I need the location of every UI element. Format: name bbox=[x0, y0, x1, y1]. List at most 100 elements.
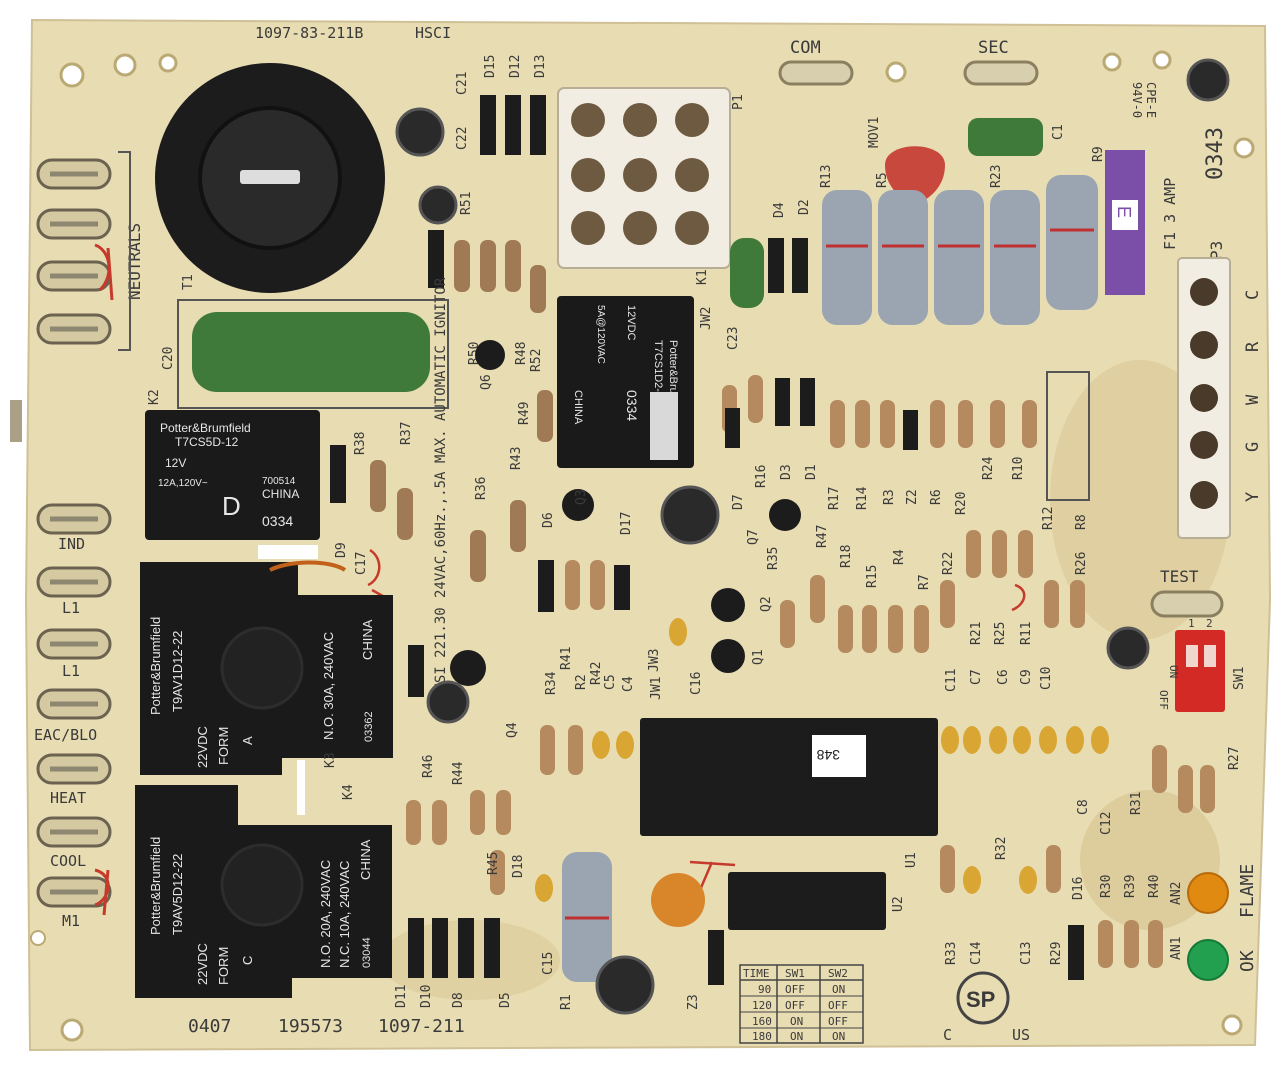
pin-w-label: W bbox=[1243, 394, 1263, 405]
k3-date: 03362 bbox=[363, 711, 375, 742]
diode bbox=[428, 230, 444, 288]
heat-label: HEAT bbox=[50, 789, 86, 807]
r10-label: R10 bbox=[1011, 457, 1026, 480]
sec-terminal[interactable] bbox=[963, 60, 1039, 86]
l1-terminal-a[interactable] bbox=[36, 566, 112, 598]
r7-label: R7 bbox=[917, 574, 932, 590]
neutral-terminal[interactable] bbox=[36, 313, 112, 345]
r35-label: R35 bbox=[766, 547, 781, 570]
neutral-terminal[interactable] bbox=[36, 158, 112, 190]
r17-label: R17 bbox=[827, 487, 842, 510]
r27-label: R27 bbox=[1227, 747, 1242, 770]
d9-label: D9 bbox=[334, 542, 349, 558]
k3-rating: N.O. 30A, 240VAC bbox=[321, 632, 336, 740]
q6-label: Q6 bbox=[479, 374, 494, 390]
d2-label: D2 bbox=[797, 199, 812, 215]
c6-label: C6 bbox=[996, 669, 1011, 685]
r32-label: R32 bbox=[994, 837, 1009, 860]
led-flame bbox=[1187, 872, 1229, 914]
r24-label: R24 bbox=[981, 456, 996, 480]
part-number-top: 1097-83-211B bbox=[255, 24, 363, 42]
p3-number: 0343 bbox=[1203, 127, 1228, 180]
electrolytic-capacitor bbox=[426, 680, 470, 724]
r26-label: R26 bbox=[1074, 552, 1089, 575]
r37-label: R37 bbox=[399, 422, 414, 445]
r29-label: R29 bbox=[1049, 942, 1064, 965]
resistor bbox=[397, 488, 413, 540]
r47-label: R47 bbox=[815, 525, 830, 548]
k1-date: 0334 bbox=[624, 390, 640, 421]
jumper-wire bbox=[269, 560, 347, 572]
cool-terminal[interactable] bbox=[36, 816, 112, 848]
c23-label: C23 bbox=[726, 327, 741, 350]
neutrals-bracket bbox=[118, 151, 131, 351]
relay-k1-label-patch bbox=[650, 392, 678, 460]
k2-model: T7CS5D-12 bbox=[175, 435, 239, 449]
m1-label: M1 bbox=[62, 912, 80, 930]
com-terminal[interactable] bbox=[778, 60, 854, 86]
test-pad[interactable] bbox=[1150, 590, 1224, 618]
k2-code: 700514 bbox=[262, 476, 296, 487]
pin-c-label: C bbox=[1243, 290, 1263, 300]
r41-label: R41 bbox=[559, 647, 574, 670]
r9-label: R9 bbox=[1091, 146, 1106, 162]
r16-label: R16 bbox=[754, 465, 769, 488]
r21-label: R21 bbox=[969, 622, 984, 645]
r4-label: R4 bbox=[892, 549, 907, 565]
handwritten-mark bbox=[94, 243, 114, 301]
k4-rating-nc: N.C. 10A, 240VAC bbox=[337, 861, 352, 968]
bottom-serial: 195573 bbox=[278, 1016, 343, 1037]
ic-u2 bbox=[728, 872, 886, 930]
mounting-hole bbox=[158, 53, 178, 73]
r31-label: R31 bbox=[1129, 792, 1144, 815]
q4-label: Q4 bbox=[505, 722, 520, 738]
ind-terminal[interactable] bbox=[36, 503, 112, 535]
p1-label: P1 bbox=[731, 94, 746, 110]
r25-label: R25 bbox=[993, 622, 1008, 645]
k1-rating: 5A@120VAC bbox=[595, 305, 606, 364]
neutral-terminal[interactable] bbox=[36, 260, 112, 292]
heat-terminal[interactable] bbox=[36, 753, 112, 785]
capacitor-c20 bbox=[192, 312, 430, 392]
c20-label: C20 bbox=[161, 347, 176, 370]
dip-switch-sw1[interactable] bbox=[1175, 630, 1225, 712]
l1-terminal-b[interactable] bbox=[36, 628, 112, 660]
ceramic-capacitor bbox=[616, 731, 634, 759]
neutrals-label: NEUTRALS bbox=[125, 223, 144, 300]
resistor bbox=[510, 500, 526, 552]
eac-blo-terminal[interactable] bbox=[36, 688, 112, 720]
relay-k3: Potter&Brumfield T9AV1D12-22 22VDC FORM … bbox=[140, 562, 393, 775]
table-cell: 90 bbox=[758, 983, 771, 996]
d12-label: D12 bbox=[508, 55, 523, 78]
r2-label: R2 bbox=[574, 674, 589, 690]
an2-label: AN2 bbox=[1169, 882, 1184, 905]
c13-label: C13 bbox=[1019, 942, 1034, 965]
capacitor-c1 bbox=[968, 118, 1043, 156]
ic-sticker-text: 348 bbox=[816, 747, 840, 763]
pin-r-label: R bbox=[1243, 341, 1263, 352]
connector-p1[interactable] bbox=[557, 87, 731, 269]
diode bbox=[792, 238, 808, 293]
fuse-label: F1 3 AMP bbox=[1161, 178, 1179, 250]
r1-label: R1 bbox=[559, 994, 574, 1010]
k4-date: 03044 bbox=[361, 937, 373, 968]
resistor-array-right bbox=[940, 745, 1215, 968]
side-tab bbox=[10, 400, 22, 442]
bottom-code: 0407 bbox=[188, 1016, 231, 1037]
ok-label: OK bbox=[1237, 950, 1258, 972]
z2-label: Z2 bbox=[905, 489, 920, 505]
c4-label: C4 bbox=[621, 676, 636, 692]
k1-label: K1 bbox=[695, 269, 710, 285]
m1-terminal[interactable] bbox=[36, 876, 112, 908]
neutral-terminal[interactable] bbox=[36, 208, 112, 240]
dip-num-1: 1 bbox=[1188, 617, 1195, 630]
transistor-q4 bbox=[450, 650, 486, 686]
c22-label: C22 bbox=[455, 127, 470, 150]
thermostat-connector[interactable] bbox=[1177, 257, 1231, 539]
r11-label: R11 bbox=[1019, 622, 1034, 645]
d13-label: D13 bbox=[533, 55, 548, 78]
pin-y-label: Y bbox=[1243, 492, 1263, 502]
k2-origin: CHINA bbox=[262, 487, 299, 501]
diode-array-bottom bbox=[408, 918, 500, 978]
r33-label: R33 bbox=[944, 942, 959, 965]
